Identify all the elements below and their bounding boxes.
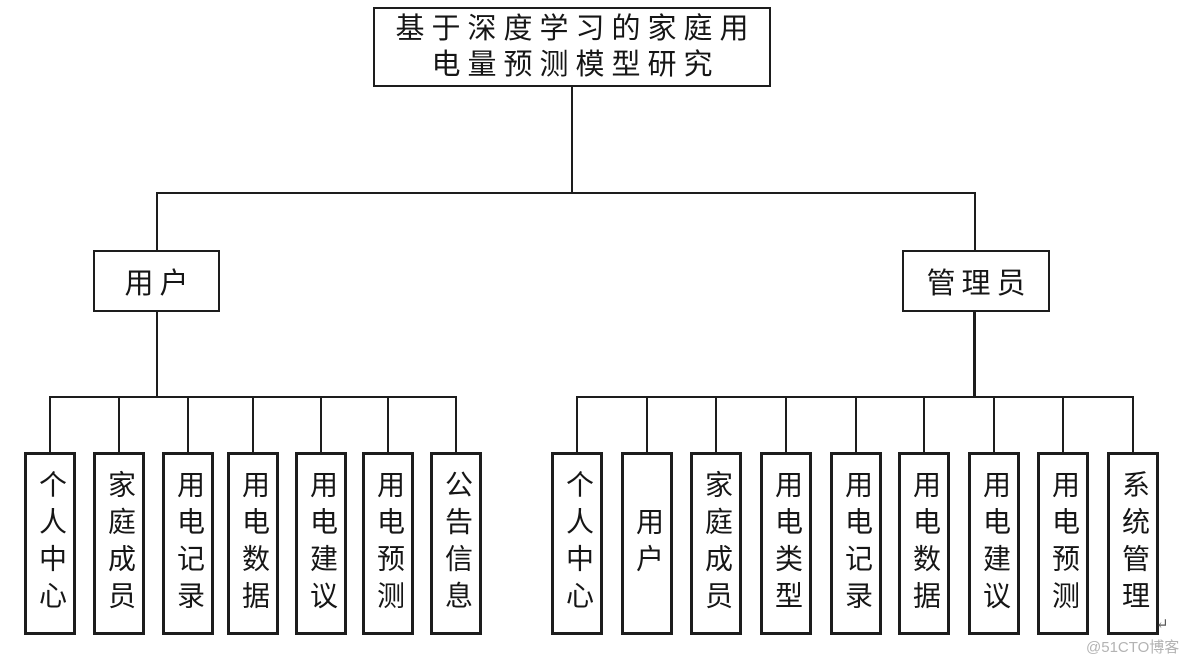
leaf-label: 用电预测: [1048, 469, 1079, 618]
leaf-node-admin-electricity-records: 用电记录: [830, 452, 882, 635]
connector-stub: [646, 396, 648, 452]
leaf-label: 家庭成员: [104, 469, 135, 618]
return-mark-icon: ↵: [1156, 617, 1169, 633]
leaf-label: 公告信息: [441, 469, 472, 618]
leaf-label: 用电记录: [841, 469, 872, 618]
connector-main-rail: [156, 192, 976, 194]
connector-stub: [993, 396, 995, 452]
connector-stub: [923, 396, 925, 452]
leaf-label: 个人中心: [562, 469, 593, 618]
leaf-node-user-electricity-forecast: 用电预测: [362, 452, 414, 635]
leaf-node-admin-electricity-data: 用电数据: [898, 452, 950, 635]
connector-drop-admin: [974, 192, 976, 252]
leaf-node-admin-system-management: 系统管理: [1107, 452, 1159, 635]
leaf-label: 用电预测: [373, 469, 404, 618]
leaf-node-admin-electricity-types: 用电类型: [760, 452, 812, 635]
connector-admin-down: [973, 311, 976, 398]
root-title-line-2: 电量预测模型研究: [431, 49, 720, 81]
connector-stub: [118, 396, 120, 452]
leaf-node-user-electricity-data: 用电数据: [227, 452, 279, 635]
connector-stub: [785, 396, 787, 452]
leaf-node-admin-family-members: 家庭成员: [690, 452, 742, 635]
branch-label-admin: 管理员: [926, 268, 1032, 300]
leaf-node-user-announcements: 公告信息: [430, 452, 482, 635]
leaf-label: 用电建议: [979, 469, 1010, 618]
leaf-label: 个人中心: [35, 469, 66, 618]
leaf-node-user-personal-center: 个人中心: [24, 452, 76, 635]
leaf-label: 用电建议: [306, 469, 337, 618]
leaf-node-user-electricity-advice: 用电建议: [295, 452, 347, 635]
connector-stub: [1062, 396, 1064, 452]
leaf-node-user-family-members: 家庭成员: [93, 452, 145, 635]
connector-stub: [855, 396, 857, 452]
connector-user-down: [156, 311, 158, 398]
branch-label-user: 用户: [124, 268, 195, 300]
leaf-node-admin-users: 用户: [621, 452, 673, 635]
leaf-label: 用电记录: [173, 469, 204, 618]
leaf-label: 家庭成员: [701, 469, 732, 618]
watermark: @51CTO博客: [1086, 639, 1180, 656]
branch-node-admin: 管理员: [902, 250, 1050, 312]
leaf-node-admin-electricity-advice: 用电建议: [968, 452, 1020, 635]
leaf-label: 用电类型: [771, 469, 802, 618]
connector-stub: [387, 396, 389, 452]
leaf-label: 用电数据: [238, 469, 269, 618]
branch-node-user: 用户: [93, 250, 220, 312]
connector-stub: [576, 396, 578, 452]
leaf-node-admin-personal-center: 个人中心: [551, 452, 603, 635]
leaf-label: 用户: [632, 506, 663, 581]
connector-stub: [252, 396, 254, 452]
leaf-label: 用电数据: [909, 469, 940, 618]
connector-stub: [1132, 396, 1134, 452]
connector-stub: [455, 396, 457, 452]
connector-trunk: [571, 87, 573, 194]
connector-drop-user: [156, 192, 158, 252]
leaf-label: 系统管理: [1118, 469, 1149, 618]
root-node: 基于深度学习的家庭用 电量预测模型研究: [373, 7, 771, 87]
leaf-node-user-electricity-records: 用电记录: [162, 452, 214, 635]
connector-stub: [187, 396, 189, 452]
connector-stub: [715, 396, 717, 452]
connector-stub: [320, 396, 322, 452]
leaf-node-admin-electricity-forecast: 用电预测: [1037, 452, 1089, 635]
root-title-line-1: 基于深度学习的家庭用: [395, 13, 756, 45]
connector-stub: [49, 396, 51, 452]
